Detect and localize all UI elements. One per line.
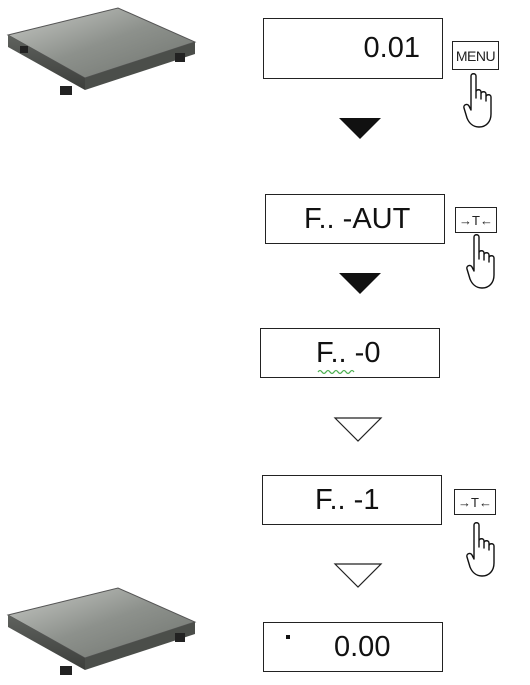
pointing-hand-icon <box>466 233 506 293</box>
menu-key[interactable]: MENU <box>452 41 499 70</box>
display-step-1: 0.01 <box>263 18 443 79</box>
tare-key-label: →T← <box>459 213 493 228</box>
stability-indicator <box>286 635 290 639</box>
pointing-hand-icon <box>463 72 503 132</box>
tare-key[interactable]: →T← <box>454 489 496 515</box>
down-arrow-outline <box>333 562 383 590</box>
spellcheck-underline <box>318 369 354 375</box>
weighing-scale-icon <box>0 0 200 115</box>
menu-key-label: MENU <box>456 48 495 64</box>
display-value: 0.01 <box>364 32 420 65</box>
display-value: F.. -AUT <box>304 203 410 236</box>
display-step-4: F.. -1 <box>262 475 442 525</box>
display-step-2: F.. -AUT <box>265 194 445 244</box>
pointing-hand-icon <box>466 521 506 581</box>
down-arrow-solid <box>339 118 381 139</box>
display-step-5: 0.00 <box>263 622 443 672</box>
down-arrow-solid <box>339 273 381 294</box>
tare-key-label: →T← <box>458 495 492 510</box>
display-value: F.. -0 <box>316 337 380 370</box>
display-value: F.. -1 <box>315 484 379 517</box>
down-arrow-outline <box>333 416 383 444</box>
tare-key[interactable]: →T← <box>455 207 497 233</box>
weighing-scale-icon <box>0 580 200 685</box>
display-value: 0.00 <box>334 631 390 664</box>
